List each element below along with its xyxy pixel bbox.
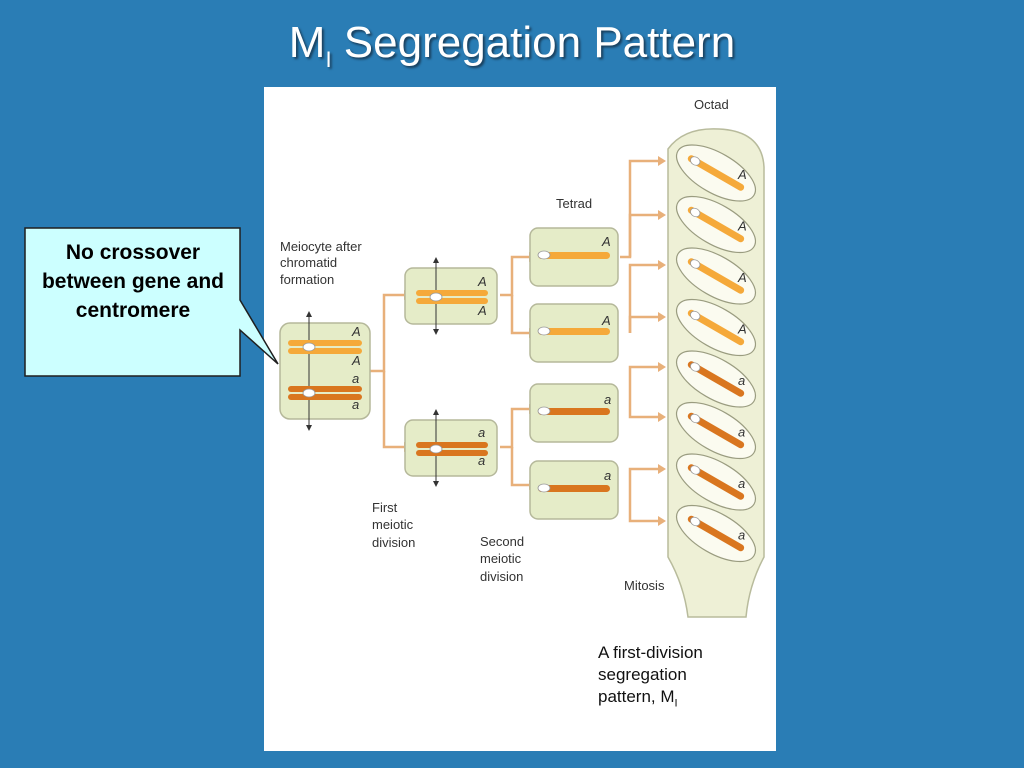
figure-caption: A first-division segregation pattern, MI (598, 643, 703, 710)
svg-text:division: division (372, 535, 415, 550)
spore-3 (676, 247, 756, 305)
svg-text:A: A (477, 303, 487, 318)
tetrad-cell-1: A (529, 227, 619, 287)
mitosis-label: Mitosis (624, 578, 665, 593)
svg-text:A: A (351, 353, 361, 368)
spore-allele-7: a (738, 476, 745, 491)
svg-text:formation: formation (280, 272, 334, 287)
first-division-label: First meiotic division (372, 500, 415, 550)
svg-text:A: A (601, 313, 611, 328)
svg-text:A: A (351, 324, 361, 339)
spore-allele-6: a (738, 425, 745, 440)
callout-text: No crossover between gene and centromere (41, 241, 225, 322)
diagram-figure: A A a a A A a a (264, 87, 776, 751)
spore-allele-8: a (738, 528, 745, 543)
spore-allele-4: A (737, 322, 747, 337)
svg-text:a: a (352, 371, 359, 386)
spore-7 (676, 453, 756, 511)
spore-allele-2: A (737, 219, 747, 234)
spore-1 (676, 144, 756, 202)
division-arrows (370, 159, 658, 523)
spore-8 (676, 504, 756, 563)
svg-text:A: A (601, 234, 611, 249)
svg-text:a: a (604, 392, 611, 407)
tetrad-label: Tetrad (556, 196, 592, 211)
spore-2 (676, 195, 756, 254)
meiocyte-label: Meiocyte after chromatid formation (280, 239, 362, 287)
tetrad-cell-3: a (529, 383, 619, 443)
spore-allele-5: a (738, 373, 745, 388)
slide-title: MI Segregation Pattern (288, 18, 736, 72)
svg-text:a: a (478, 425, 485, 440)
second-division-label: Second meiotic division (480, 534, 524, 584)
tetrad-cell-2: A (529, 303, 619, 363)
svg-text:meiotic: meiotic (372, 517, 414, 532)
spore-6 (676, 401, 756, 460)
svg-text:division: division (480, 569, 523, 584)
svg-text:a: a (352, 397, 359, 412)
meiosis-diagram: A A a a A A a a (264, 87, 776, 622)
spore-4 (676, 298, 756, 357)
svg-text:First: First (372, 500, 398, 515)
svg-text:Meiocyte after: Meiocyte after (280, 239, 362, 254)
octad-spores: A A A Aa a a a (676, 144, 756, 563)
tetrad-cell-4: a (529, 460, 619, 520)
spore-5 (676, 350, 756, 408)
svg-text:Second: Second (480, 534, 524, 549)
svg-text:chromatid: chromatid (280, 255, 337, 270)
svg-text:a: a (604, 468, 611, 483)
spore-allele-3: A (737, 270, 747, 285)
svg-text:a: a (478, 453, 485, 468)
meiocyte-cell: A A a a (279, 311, 371, 431)
first-division-cell-a: a a (404, 409, 498, 487)
first-division-cell-A: A A (404, 257, 498, 335)
octad-label: Octad (694, 97, 729, 112)
spore-allele-1: A (737, 167, 747, 182)
svg-text:meiotic: meiotic (480, 551, 522, 566)
svg-text:A: A (477, 274, 487, 289)
